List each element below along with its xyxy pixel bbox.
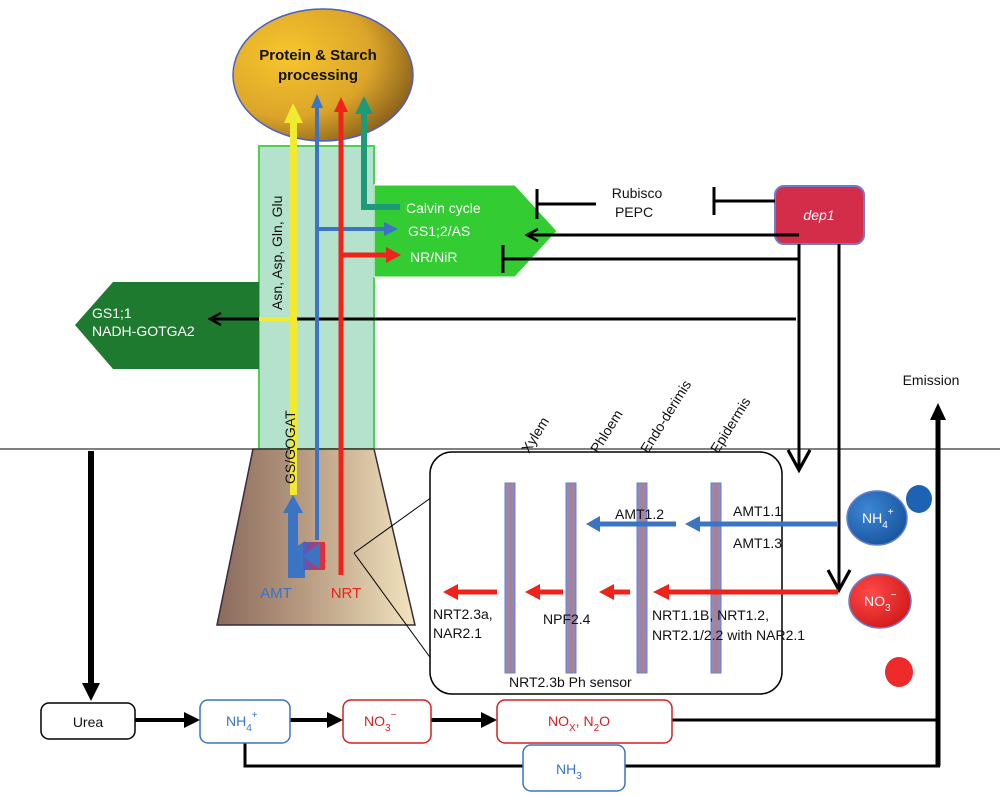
zoom-line-top bbox=[353, 496, 433, 554]
nrt11b-label: NRT1.1B, NRT1.2, bbox=[652, 607, 769, 623]
npf24-label: NPF2.4 bbox=[543, 611, 591, 627]
ammonium-small-ball bbox=[906, 485, 932, 513]
gs-gogat-label: GS/GOGAT bbox=[282, 410, 298, 484]
phloem-bar bbox=[565, 482, 577, 674]
urea-box bbox=[40, 702, 136, 740]
urea-label: Urea bbox=[73, 714, 104, 730]
calvin-cycle-label: Calvin cycle bbox=[406, 200, 481, 216]
nrt-label: NRT bbox=[331, 585, 362, 602]
nrt-inset-arrow-1 bbox=[443, 584, 497, 600]
xylem-bar bbox=[504, 482, 516, 674]
nrt-root-block bbox=[303, 542, 325, 570]
amino-acids-label: Asn, Asp, Gln, Glu bbox=[269, 196, 285, 310]
gs11-box bbox=[75, 282, 259, 369]
nh4-box bbox=[199, 699, 291, 744]
col-phloem: Phloem bbox=[587, 407, 626, 456]
nox-n2o-box bbox=[496, 699, 673, 744]
epidermis-bar bbox=[710, 482, 722, 674]
nh4-to-nh3-line bbox=[243, 743, 940, 768]
nrt-inset-arrow-3 bbox=[599, 584, 630, 600]
amt-root-arrow bbox=[283, 495, 305, 578]
dep1-inhibits-nrnir bbox=[501, 245, 799, 273]
dep1-label: dep1 bbox=[803, 207, 834, 223]
nrt23a-label: NRT2.3a, bbox=[433, 606, 493, 622]
amt12-label: AMT1.2 bbox=[615, 506, 664, 522]
nox-n2o-label: NOX, N2O bbox=[548, 713, 610, 734]
root-cross-section-inset bbox=[429, 451, 783, 695]
rubisco-inhibits-calvin bbox=[535, 189, 596, 219]
nar21-label: NAR2.1 bbox=[433, 625, 482, 641]
dep1-box bbox=[774, 185, 865, 245]
red-transport-arrow bbox=[334, 97, 401, 575]
gs11-label: GS1;1 bbox=[92, 305, 132, 321]
emission-label: Emission bbox=[903, 372, 960, 388]
calvin-cycle-box bbox=[373, 184, 558, 278]
no3-to-nox-arrowhead bbox=[481, 712, 497, 728]
nitrate-ball-label: NO3− bbox=[864, 590, 897, 614]
nrt-inset-arrow-2 bbox=[525, 584, 563, 600]
amt-inset-arrow-1 bbox=[586, 516, 676, 532]
nh4-to-no3-arrowhead bbox=[327, 712, 343, 728]
ammonium-ball bbox=[846, 490, 908, 546]
nrt23b-sensor-label: NRT2.3b Ph sensor bbox=[509, 674, 632, 690]
endodermis-bar bbox=[636, 482, 648, 674]
yellow-transport-arrow bbox=[284, 103, 303, 495]
pepc-label: PEPC bbox=[615, 204, 653, 220]
nh3-box-label: NH3 bbox=[556, 761, 582, 782]
amt-label: AMT bbox=[260, 585, 292, 602]
protein-label-line2: processing bbox=[278, 67, 358, 84]
nrt21-label: NRT2.1/2.2 with NAR2.1 bbox=[652, 627, 805, 643]
urea-to-nh4-arrowhead bbox=[184, 712, 200, 728]
nh4-box-label: NH4+ bbox=[226, 710, 258, 734]
amt11-label: AMT1.1 bbox=[733, 503, 782, 519]
dep1-inhibits-rubisco bbox=[712, 187, 775, 215]
blue-transport-arrow bbox=[311, 94, 398, 540]
ammonium-ball-label: NH4+ bbox=[862, 507, 894, 531]
nadh-gotga2-label: NADH-GOTGA2 bbox=[92, 323, 195, 339]
col-endodermis: Endo-derimis bbox=[637, 377, 694, 455]
no3-box-label: NO3− bbox=[364, 710, 397, 734]
urea-down-arrowhead bbox=[82, 683, 100, 701]
emission-arrowhead bbox=[930, 403, 946, 420]
nitrate-small-ball bbox=[885, 657, 913, 687]
nrt-inset-arrow-4 bbox=[653, 584, 838, 600]
amt-inset-arrow-2 bbox=[685, 516, 837, 532]
zoom-line-bottom bbox=[353, 552, 433, 661]
protein-label-line1: Protein & Starch bbox=[259, 47, 377, 64]
col-epidermis: Epidermis bbox=[707, 394, 754, 455]
nr-nir-label: NR/NiR bbox=[410, 249, 457, 265]
amt13-label: AMT1.3 bbox=[733, 535, 782, 551]
rubisco-label: Rubisco bbox=[612, 185, 663, 201]
gs12-as-label: GS1;2/AS bbox=[408, 223, 470, 239]
no3-box bbox=[342, 699, 432, 744]
nitrate-ball bbox=[848, 573, 912, 629]
teal-transport-arrow bbox=[355, 96, 400, 210]
nh3-box bbox=[522, 744, 626, 792]
